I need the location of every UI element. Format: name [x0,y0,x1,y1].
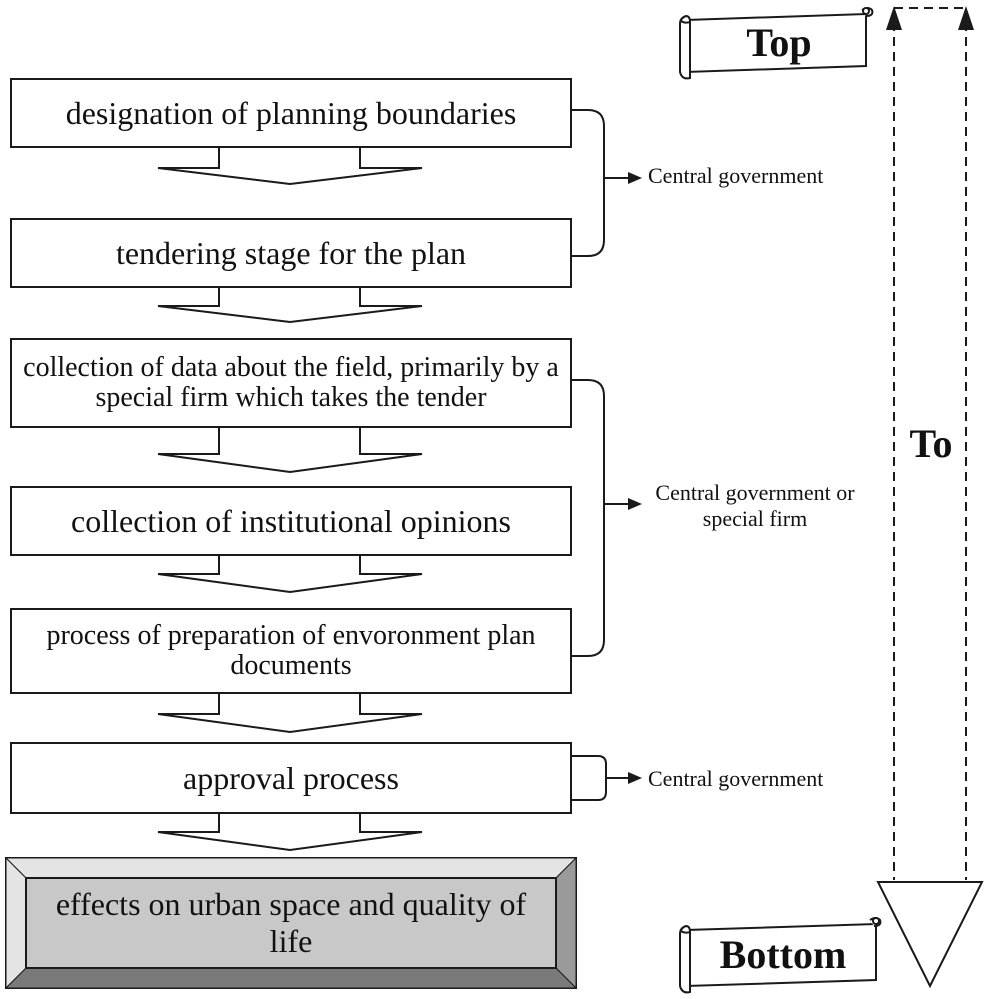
arrowhead-actor-1 [628,172,642,184]
step-data-collection: collection of data about the field, prim… [10,338,572,428]
bottom-scroll-banner [679,917,882,994]
direction-top-label: Top [746,20,812,65]
final-box-frame [4,856,578,990]
bracket-central-firm [572,379,605,657]
step-label: approval process [183,759,399,796]
actor-central-government-2: Central government [648,766,824,791]
flow-arrow-4 [157,553,423,594]
bracket-central-1 [572,109,605,257]
final-outcome-label: effects on urban space and quality of li… [55,886,527,959]
step-label: process of preparation of envoronment pl… [46,619,536,681]
actor-central-government-1: Central government [648,163,824,188]
step-label: collection of data about the field, prim… [23,351,559,413]
bracket-central-2 [572,755,607,801]
step-approval: approval process [10,742,572,814]
step-label: tendering stage for the plan [115,234,467,271]
step-plan-documents: process of preparation of envoronment pl… [10,608,572,694]
direction-bottom-label: Bottom [719,932,847,977]
flow-arrow-1 [157,145,423,186]
arrowhead-actor-3 [628,772,642,784]
direction-to-label: To [900,424,962,464]
step-label: collection of institutional opinions [71,502,511,539]
step-institutional-opinions: collection of institutional opinions [10,486,572,556]
top-to-bottom-arrow [876,6,984,989]
arrowhead-actor-2 [628,498,642,510]
step-label: designation of planning boundaries [65,94,517,131]
step-designation-boundaries: designation of planning boundaries [10,78,572,148]
actor-central-or-firm: Central government or special firm [655,480,855,532]
top-scroll-banner [679,7,874,80]
final-outcome-box: effects on urban space and quality of li… [6,858,576,988]
flow-arrow-2 [157,285,423,324]
flow-arrow-3 [157,425,423,474]
flow-arrow-5 [157,691,423,734]
flow-arrow-6 [157,811,423,852]
step-tendering: tendering stage for the plan [10,218,572,288]
